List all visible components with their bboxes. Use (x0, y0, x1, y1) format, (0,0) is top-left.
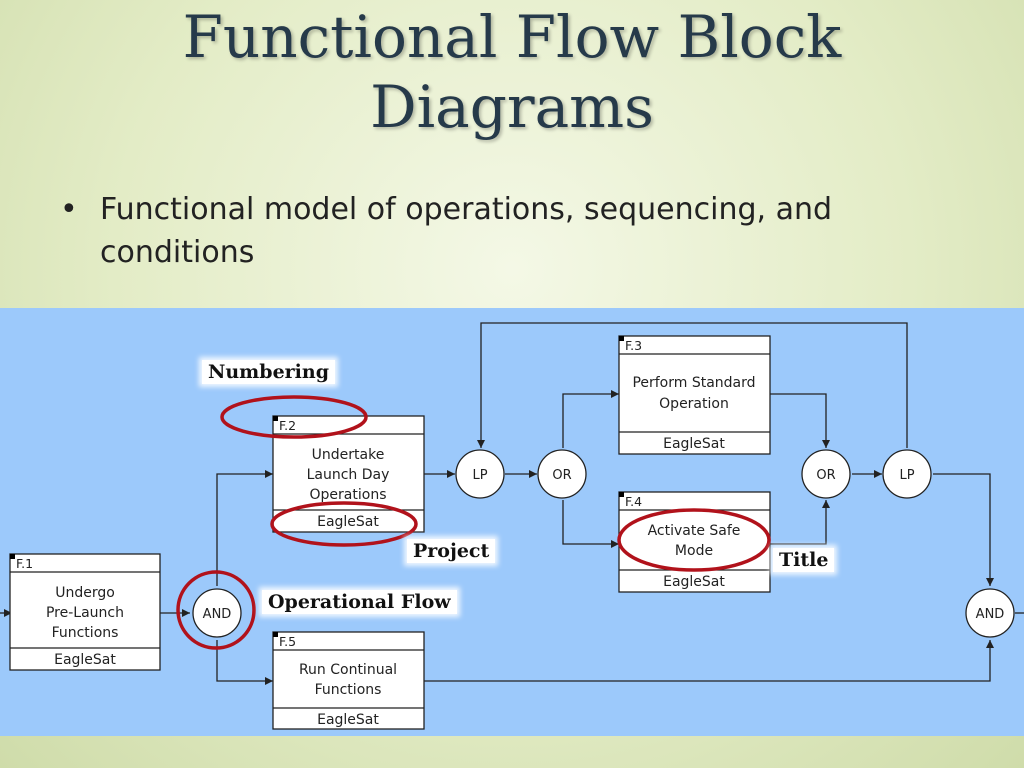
highlight-ring-title (617, 508, 771, 572)
block-title-line: Operations (310, 487, 387, 503)
callout-title: Title (773, 548, 835, 572)
flow-line-loop-back (477, 322, 908, 448)
flow-line-and-f5 (216, 640, 273, 685)
block-corner-icon (273, 632, 278, 637)
block-corner-icon (10, 554, 15, 559)
flow-line-or-f4 (562, 500, 619, 548)
block-corner-icon (273, 416, 278, 421)
flow-line-or-f3 (562, 390, 619, 448)
callout-numbering: Numbering (202, 360, 335, 384)
block-title-line: Undertake (312, 447, 385, 463)
ffbd-diagram: F.1 Undergo Pre-Launch Functions EagleSa… (0, 308, 1024, 736)
bullet-point: • Functional model of operations, sequen… (60, 188, 980, 274)
block-project: EagleSat (663, 436, 725, 452)
highlight-rings (176, 395, 771, 650)
highlight-ring-operational-flow (176, 570, 256, 650)
callout-operational-flow: Operational Flow (262, 590, 457, 614)
highlight-ring-project (270, 501, 418, 547)
block-project: EagleSat (54, 652, 116, 668)
block-title-line: Mode (675, 543, 713, 559)
block-number: F.2 (279, 418, 296, 433)
node-label: AND (203, 607, 232, 622)
bullet-text: Functional model of operations, sequenci… (100, 192, 833, 270)
slide-title-line-1: Functional Flow Block (182, 3, 842, 71)
block-title-line: Functions (315, 682, 382, 698)
logic-node-lp-left[interactable]: LP (455, 449, 505, 499)
highlight-ring-numbering (220, 395, 368, 439)
block-number: F.4 (625, 494, 642, 509)
logic-node-and-split[interactable]: AND (192, 588, 242, 638)
node-label: LP (472, 468, 487, 483)
function-block-f1[interactable]: F.1 Undergo Pre-Launch Functions EagleSa… (9, 553, 161, 671)
block-number: F.5 (279, 634, 296, 649)
callout-project: Project (407, 539, 496, 563)
logic-node-and-join[interactable]: AND (965, 588, 1015, 638)
block-title-line: Activate Safe (648, 523, 741, 539)
flow-line-f4-or (770, 500, 830, 545)
block-title-line: Perform Standard (632, 375, 755, 391)
block-title-line: Functions (52, 625, 119, 641)
block-title-line: Operation (659, 396, 729, 412)
node-label: LP (899, 468, 914, 483)
function-block-f2[interactable]: F.2 Undertake Launch Day Operations Eagl… (272, 415, 425, 533)
logic-node-lp-right[interactable]: LP (882, 449, 932, 499)
node-label: AND (976, 607, 1005, 622)
slide-title-line-2: Diagrams (370, 73, 654, 141)
block-project: EagleSat (663, 574, 725, 590)
block-corner-icon (619, 492, 624, 497)
slide-title: Functional Flow Block Diagrams (0, 2, 1024, 142)
block-title-line: Pre-Launch (46, 605, 124, 621)
block-number: F.1 (16, 556, 33, 571)
flow-line-f3-or (770, 393, 830, 448)
block-title-line: Run Continual (299, 662, 397, 678)
ffbd-canvas: F.1 Undergo Pre-Launch Functions EagleSa… (0, 322, 1024, 730)
flow-line-and-f2 (216, 470, 273, 586)
function-block-f4[interactable]: F.4 Activate Safe Mode EagleSat (618, 491, 771, 593)
block-title-line: Launch Day (307, 467, 390, 483)
node-label: OR (552, 468, 571, 483)
bullet-dot-icon: • (60, 192, 78, 227)
logic-node-or-join[interactable]: OR (801, 449, 851, 499)
block-project: EagleSat (317, 712, 379, 728)
flow-lines (0, 322, 1024, 685)
flow-line-lp-and (933, 473, 994, 586)
function-block-f5[interactable]: F.5 Run Continual Functions EagleSat (272, 631, 425, 730)
block-number: F.3 (625, 338, 642, 353)
node-label: OR (816, 468, 835, 483)
logic-node-or-split[interactable]: OR (537, 449, 587, 499)
block-project: EagleSat (317, 514, 379, 530)
block-corner-icon (619, 336, 624, 341)
function-block-f3[interactable]: F.3 Perform Standard Operation EagleSat (618, 335, 771, 455)
block-title-line: Undergo (55, 585, 115, 601)
flow-line-f5-and (424, 640, 994, 682)
